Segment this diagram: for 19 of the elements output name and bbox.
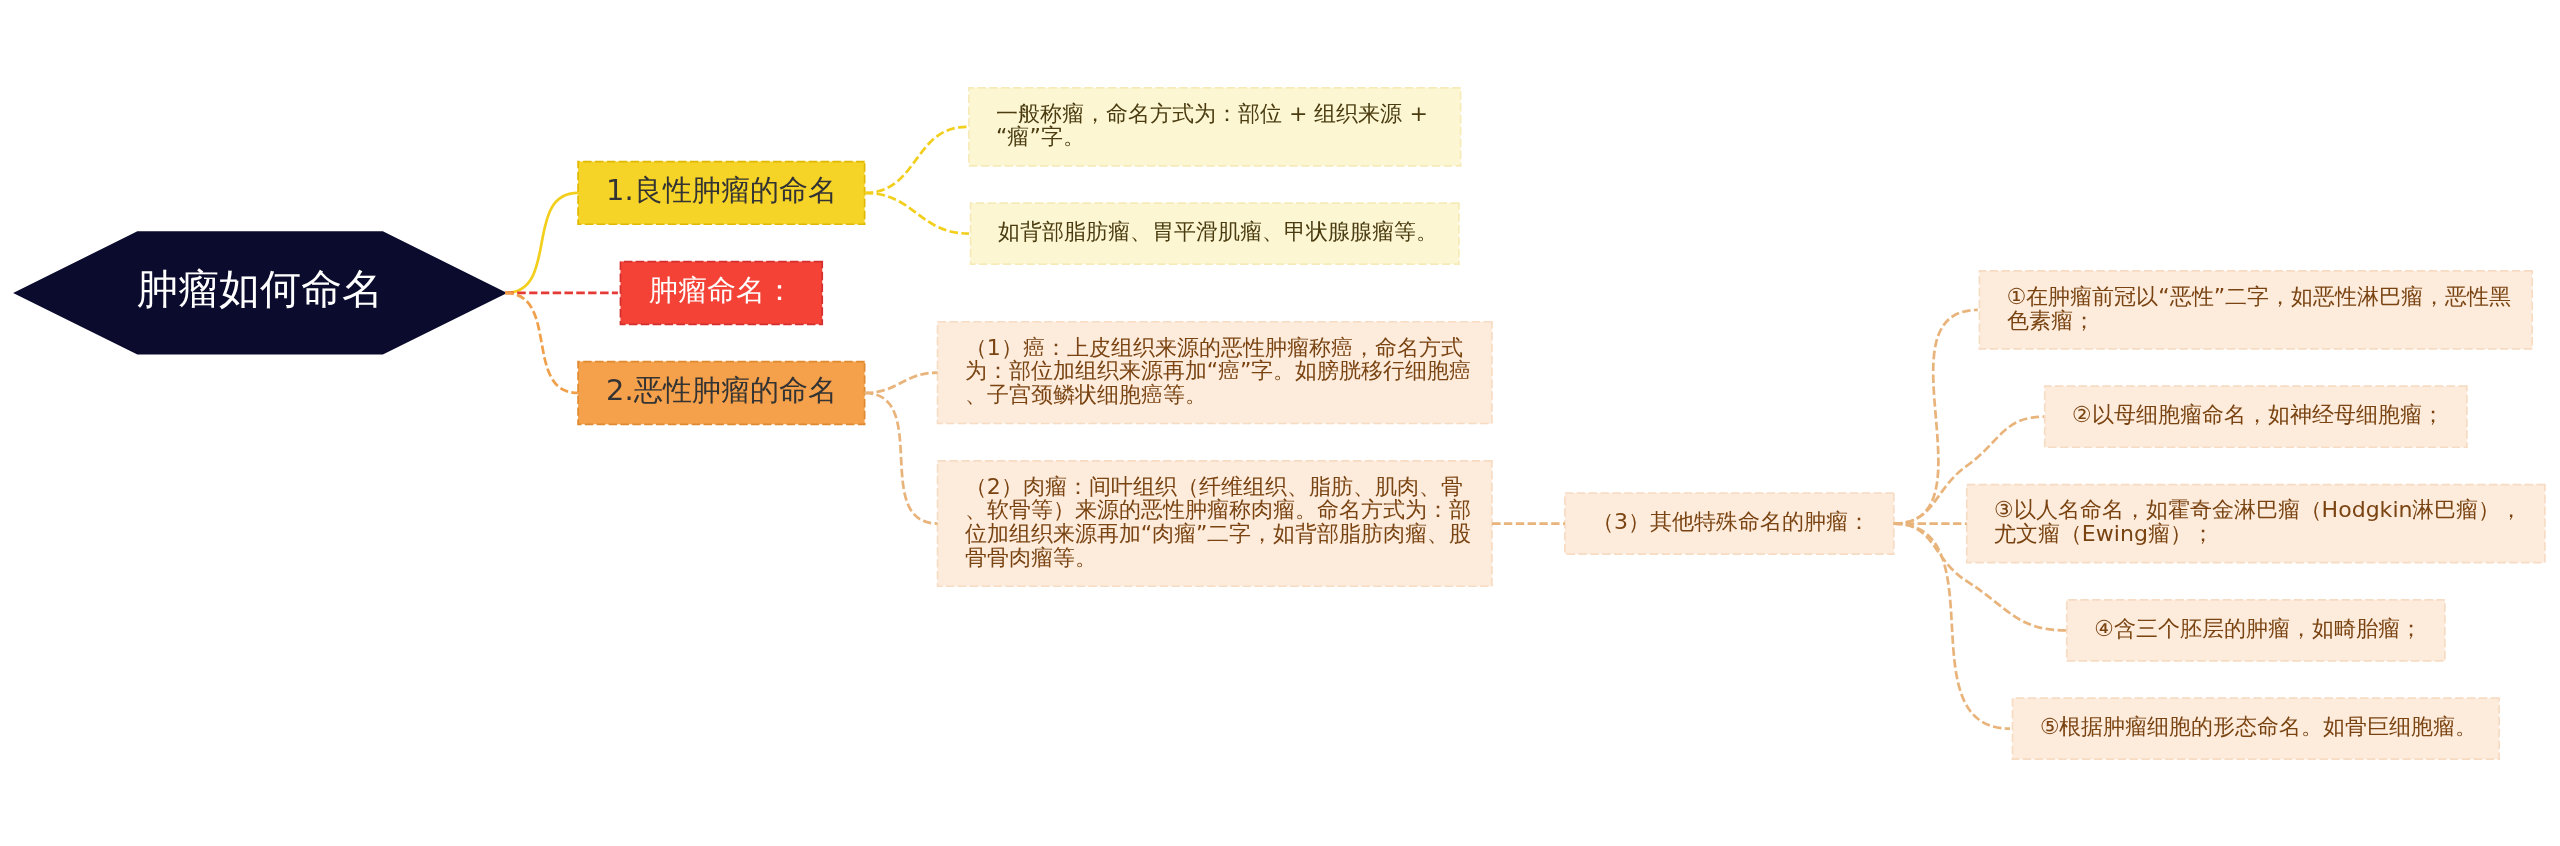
node-box: （3）其他特殊命名的肿瘤： — [1564, 491, 1895, 555]
node-box: ②以母细胞瘤命名，如神经母细胞瘤； — [2043, 384, 2468, 448]
connector — [864, 191, 969, 235]
node-box: （2）肉瘤：间叶组织（纤维组织、脂肪、肌肉、骨、软骨等）来源的恶性肿瘤称肉瘤。命名方式为：部位加组织来源再加“肉瘤”二字，如背部脂肪肉瘤、股骨骨肉瘤等。 — [936, 459, 1493, 587]
node-box: 肿瘤命名： — [619, 260, 824, 325]
connector — [864, 391, 938, 525]
node-box: ③以人名命名，如霍奇金淋巴瘤（Hodgkin淋巴瘤），尤文瘤（Ewing瘤）； — [1965, 483, 2546, 563]
node-box: （1）癌：上皮组织来源的恶性肿瘤称癌，命名方式为：部位加组织来源再加“癌”字。如膀胱移行细胞癌、子宫颈鳞状细胞癌等。 — [936, 320, 1493, 424]
node-box: ①在肿瘤前冠以“恶性”二字，如恶性淋巴瘤，恶性黑色素瘤； — [1978, 269, 2534, 350]
node-box: ⑤根据肿瘤细胞的形态命名。如骨巨细胞瘤。 — [2011, 696, 2500, 760]
connector — [864, 124, 968, 194]
node-box: 如背部脂肪瘤、胃平滑肌瘤、甲状腺腺瘤等。 — [969, 201, 1460, 265]
node-box: 2.恶性肿瘤的命名 — [577, 360, 866, 425]
connector — [1893, 521, 2011, 730]
connector — [1492, 521, 1565, 525]
node-box: 一般称瘤，命名方式为：部位 + 组织来源 + “瘤”字。 — [968, 86, 1462, 167]
node-box: 1.良性肿瘤的命名 — [577, 160, 866, 225]
connector — [504, 291, 579, 394]
node-box: ④含三个胚层的肿瘤，如畸胎瘤； — [2065, 598, 2446, 662]
